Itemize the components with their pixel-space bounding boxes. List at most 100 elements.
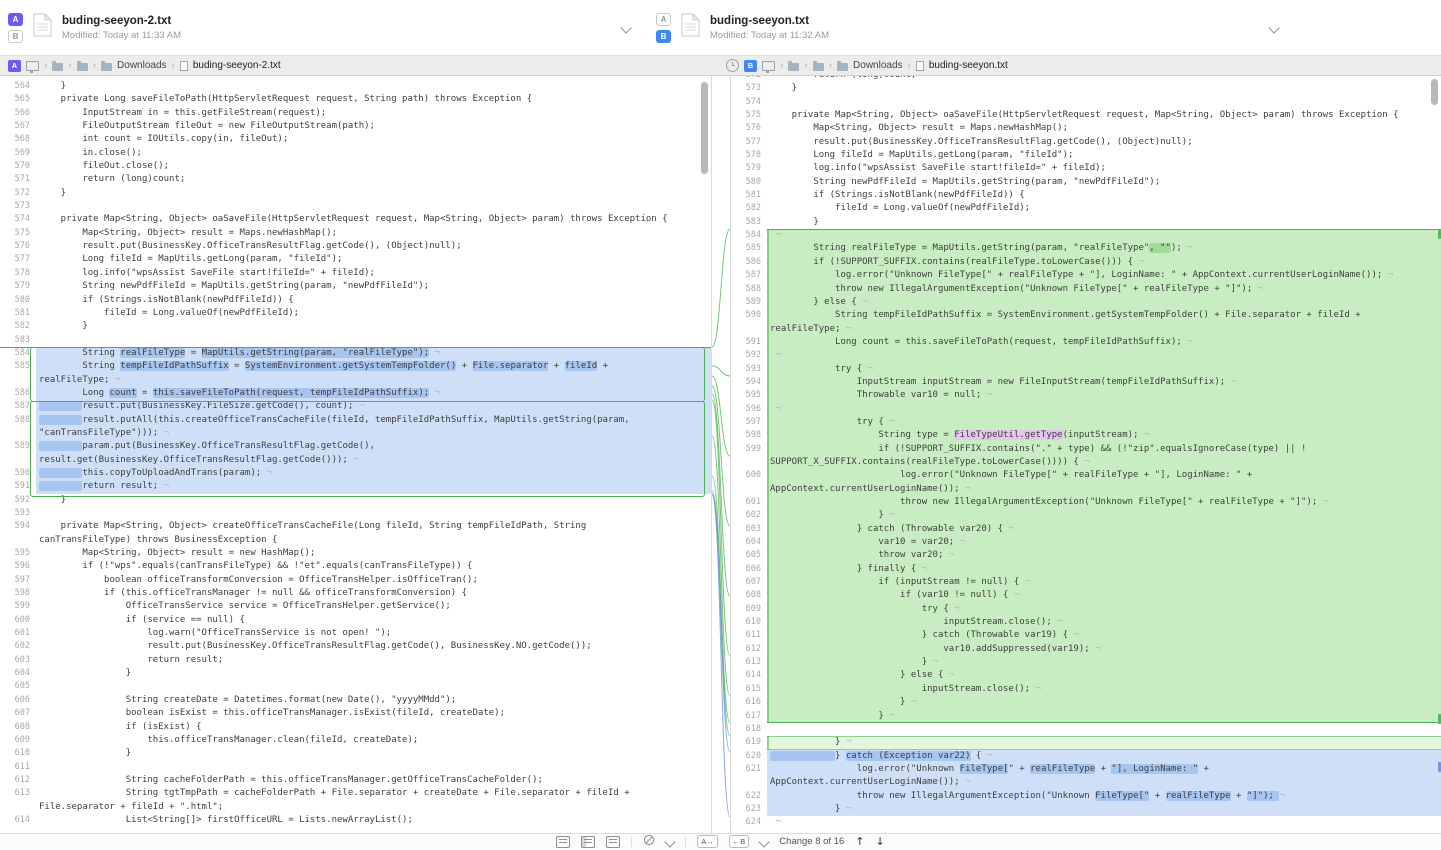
file-b-meta: buding-seeyon.txt Modified: Today at 11:… xyxy=(710,15,829,41)
code-text: realFileType; ¬ xyxy=(36,373,711,387)
line-number: 585 xyxy=(731,242,767,256)
line-number: 574 xyxy=(731,95,767,110)
code-row: AppContext.currentUserLoginName()); ¬ xyxy=(731,482,1441,496)
folder-icon[interactable] xyxy=(788,60,800,71)
line-number: 585 xyxy=(0,360,36,374)
code-text xyxy=(36,680,711,693)
hide-unchanged-icon[interactable] xyxy=(643,834,655,849)
code-row: 568 int count = IOUtils.copy(in, fileOut… xyxy=(0,133,711,147)
code-row: 583 } xyxy=(731,215,1441,230)
breadcrumb-file-label[interactable]: buding-seeyon.txt xyxy=(928,60,1008,71)
code-row: 564 } xyxy=(0,80,711,94)
code-text: Long count = this.saveFileToPath(request… xyxy=(767,335,1441,350)
history-icon[interactable] xyxy=(726,59,739,72)
badge-b-active[interactable]: B xyxy=(656,29,671,43)
code-row: 596 ¬ xyxy=(731,402,1441,416)
line-number: 586 xyxy=(0,386,36,401)
line-number: 616 xyxy=(731,696,767,710)
folder-icon[interactable] xyxy=(812,60,824,71)
badge-b-inactive[interactable]: B xyxy=(8,29,23,43)
line-number: 597 xyxy=(731,415,767,430)
scrollbar-thumb[interactable] xyxy=(1431,79,1438,105)
code-row: 588 result.putAll(this.createOfficeTrans… xyxy=(0,413,711,427)
split-view-icon[interactable] xyxy=(606,835,621,848)
code-text: throw new IllegalArgumentException("Unkn… xyxy=(767,496,1441,510)
code-row: result.get(BusinessKey.OfficeTransResult… xyxy=(0,453,711,467)
code-row: 573 } xyxy=(731,82,1441,96)
file-b-modified: Modified: Today at 11:32 AM xyxy=(710,29,830,41)
code-row: 592 ¬ xyxy=(731,349,1441,363)
line-number: 588 xyxy=(0,413,36,427)
code-text: throw new IllegalArgumentException("Unkn… xyxy=(767,789,1441,803)
next-change-button[interactable]: ↓ xyxy=(875,835,885,848)
code-text: result.put(BusinessKey.OfficeTransResult… xyxy=(39,641,592,652)
bottom-toolbar: A→ ←B Change 8 of 16 ↑ ↓ xyxy=(0,833,1441,849)
file-b-selector[interactable]: A B buding-seeyon.txt Modified: Today at… xyxy=(648,0,1296,55)
code-row: 579 String newPdfFileId = MapUtils.getSt… xyxy=(0,280,711,294)
line-number: 596 xyxy=(0,560,36,574)
computer-icon[interactable] xyxy=(26,60,39,73)
breadcrumb-folder-label[interactable]: Downloads xyxy=(853,60,903,71)
fragments-view-icon[interactable] xyxy=(556,835,571,848)
code-text: if (inputStream != null) { ¬ xyxy=(767,576,1441,590)
code-row: 603 return result; xyxy=(0,653,711,668)
code-row: 623 } ¬ xyxy=(731,802,1441,817)
breadcrumb-file-label[interactable]: buding-seeyon-2.txt xyxy=(192,60,281,71)
file-a-badges: A B xyxy=(8,12,23,43)
copy-to-b-button[interactable]: A→ xyxy=(697,835,718,848)
code-row: 578 log.info("wpsAssist SaveFile start!f… xyxy=(0,266,711,281)
code-text: FileOutputStream fileOut = new FileOutpu… xyxy=(39,121,375,132)
change-map-tick-added[interactable] xyxy=(1438,229,1441,239)
code-row: realFileType; ¬ xyxy=(0,373,711,387)
file-b-dropdown-chevron[interactable] xyxy=(1268,19,1280,37)
folder-icon[interactable] xyxy=(76,60,88,71)
line-number: 611 xyxy=(0,760,36,774)
scrollbar-thumb[interactable] xyxy=(701,82,708,174)
downloads-folder-icon[interactable] xyxy=(101,60,113,71)
code-row: 610 inputStream.close(); ¬ xyxy=(731,616,1441,630)
badge-a-inactive[interactable]: A xyxy=(656,12,671,26)
code-text: List<String[]> firstOfficeURL = Lists.ne… xyxy=(39,814,413,825)
code-row: 572 } xyxy=(0,186,711,201)
downloads-folder-icon[interactable] xyxy=(837,60,849,71)
line-number: 609 xyxy=(0,733,36,748)
code-text: in.close(); xyxy=(39,147,142,158)
file-a-dropdown-chevron[interactable] xyxy=(620,19,632,37)
code-text: return result; ¬ xyxy=(36,480,711,494)
line-number: 567 xyxy=(0,120,36,134)
breadcrumb-folder-label[interactable]: Downloads xyxy=(117,60,167,71)
line-number xyxy=(0,426,36,441)
file-a-selector[interactable]: A B buding-seeyon-2.txt Modified: Today … xyxy=(0,0,648,55)
line-number: 577 xyxy=(731,135,767,150)
document-icon xyxy=(681,12,701,42)
line-number: 581 xyxy=(0,306,36,321)
line-number: 598 xyxy=(0,587,36,601)
code-row: 596 if (!"wps".equals(canTransFileType) … xyxy=(0,560,711,574)
line-number: 620 xyxy=(731,749,767,763)
computer-icon[interactable] xyxy=(762,60,775,73)
code-row: 618 xyxy=(731,722,1441,737)
breadcrumb-b: B › › › Downloads › buding-seeyon.txt xyxy=(712,59,1441,73)
code-text: } ¬ xyxy=(767,736,1441,750)
line-number: 595 xyxy=(731,389,767,403)
code-text: try { ¬ xyxy=(767,415,1441,430)
chevron-down-icon[interactable] xyxy=(758,835,770,848)
code-text: int count = IOUtils.copy(in, fileOut); xyxy=(39,134,289,145)
unified-view-icon[interactable] xyxy=(581,835,596,848)
code-text: } finally { ¬ xyxy=(767,562,1441,577)
code-row: 592 } xyxy=(0,493,711,507)
line-number: 612 xyxy=(0,773,36,788)
chevron-down-icon[interactable] xyxy=(664,835,676,848)
previous-change-button[interactable]: ↑ xyxy=(855,835,865,848)
folder-icon[interactable] xyxy=(52,60,64,71)
code-text: String newPdfFileId = MapUtils.getString… xyxy=(770,176,1161,187)
change-map-tick-added[interactable] xyxy=(1438,714,1441,724)
line-number: 581 xyxy=(731,189,767,203)
code-text: private Map<String, Object> oaSaveFile(H… xyxy=(770,110,1399,121)
copy-to-a-button[interactable]: ←B xyxy=(728,835,750,848)
badge-a-active[interactable]: A xyxy=(8,12,23,26)
breadcrumb-a: A › › › Downloads › buding-seeyon-2.txt xyxy=(0,59,712,73)
change-map-tick-changed[interactable] xyxy=(1438,762,1441,772)
file-b-badges: A B xyxy=(656,12,671,43)
